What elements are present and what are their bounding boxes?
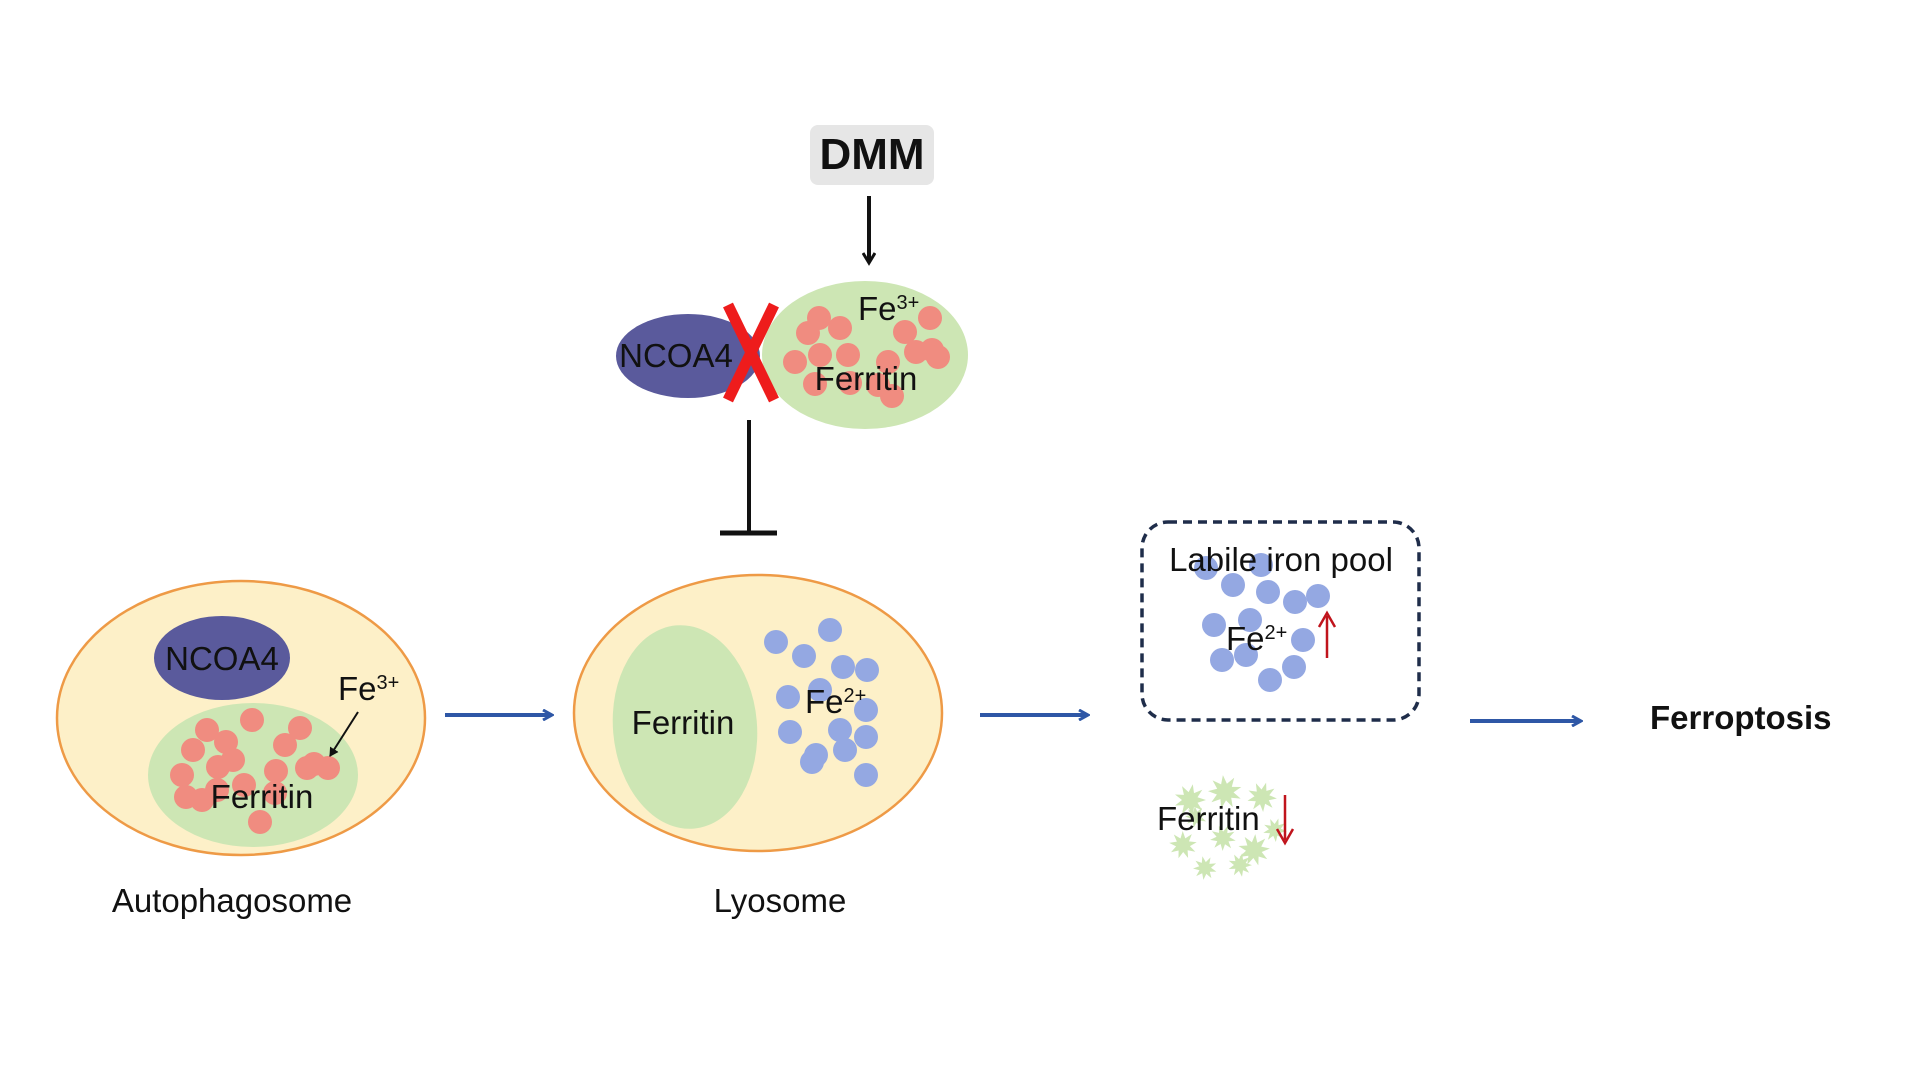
autophagosome-ncoa4-shape: [154, 616, 290, 700]
fe3-ion-dot: [248, 810, 272, 834]
autophagosome: NCOA4 Fe3+ Ferritin Autophagosome: [55, 579, 427, 919]
fe2-ion-dot: [776, 685, 800, 709]
fe2-ion-dot: [1258, 668, 1282, 692]
fe2-ion-dot: [1238, 608, 1262, 632]
autophagosome-fe3-label: Fe3+: [338, 670, 399, 707]
fe3-ion-dot: [783, 350, 807, 374]
autophagosome-caption: Autophagosome: [112, 882, 352, 919]
lysosome-fe2-ions: [764, 618, 879, 787]
fe3-ion-dot: [190, 788, 214, 812]
fe3-ion-dot: [918, 306, 942, 330]
fe2-ion-dot: [854, 698, 878, 722]
lysosome-caption: Lyosome: [714, 882, 847, 919]
ferritin-debris-shard: [1247, 782, 1277, 812]
fe3-ion-dot: [808, 343, 832, 367]
fe2-ion-dot: [1306, 584, 1330, 608]
complex-ncoa4-label: NCOA4: [619, 337, 733, 374]
fe2-ion-dot: [778, 720, 802, 744]
up-arrow-icon: [1317, 610, 1337, 658]
complex-ncoa4-shape: [616, 314, 760, 398]
lysosome: Ferritin Fe2+ Lyosome: [572, 573, 944, 919]
labile-iron-pool: Labile iron pool Fe2+: [1140, 520, 1421, 722]
fe3-ion-dot: [836, 343, 860, 367]
fe2-ion-dot: [818, 618, 842, 642]
fe3-ion-dot: [316, 756, 340, 780]
labile-pool-border: [1140, 520, 1421, 722]
labile-pool-fe2-label: Fe2+: [1226, 620, 1287, 657]
fe3-ion-dot: [232, 773, 256, 797]
fe2-ion-dot: [800, 750, 824, 774]
dmm-label: DMM: [819, 130, 924, 179]
fe3-ion-dot: [264, 759, 288, 783]
fe3-ion-dot: [240, 708, 264, 732]
fe3-ion-dot: [263, 781, 287, 805]
fe3-ion-dot: [876, 350, 900, 374]
fe2-ion-dot: [808, 678, 832, 702]
fe2-ion-dot: [1291, 628, 1315, 652]
fe3-ion-dot: [880, 384, 904, 408]
fe3-ion-dot: [838, 371, 862, 395]
fe2-ion-dot: [1221, 573, 1245, 597]
labile-pool-title: Labile iron pool: [1169, 541, 1393, 578]
fe3-ion-dot: [893, 320, 917, 344]
fe2-ion-dot: [854, 763, 878, 787]
fe3-ion-dot: [926, 345, 950, 369]
fe2-ion-dot: [831, 655, 855, 679]
fe2-ion-dot: [1194, 556, 1218, 580]
ferritin-degraded: Ferritin: [1157, 775, 1295, 880]
ferritin-debris-shard: [1193, 856, 1217, 880]
dmm-box: [810, 125, 934, 185]
fe2-ion-dot: [854, 725, 878, 749]
ferritin-debris-shard: [1238, 834, 1270, 866]
fe3-ion-dot: [273, 733, 297, 757]
down-arrow-icon: [1275, 795, 1295, 846]
fe3-ion-dot: [904, 340, 928, 364]
complex-fe3-ions: [783, 306, 950, 408]
fe2-ion-dot: [828, 718, 852, 742]
block-cross-icon: [723, 302, 779, 403]
labile-pool-fe2-ions: [1194, 553, 1330, 692]
fe3-pointer-arrow: [329, 711, 359, 757]
fe3-ion-dot: [796, 321, 820, 345]
ferritin-debris-shard: [1169, 831, 1197, 859]
complex-ferritin-label: Ferritin: [815, 360, 918, 397]
fe2-ion-dot: [764, 630, 788, 654]
autophagosome-ferritin-label: Ferritin: [211, 778, 314, 815]
ferritin-debris-shard: [1228, 853, 1252, 877]
fe2-ion-dot: [1210, 648, 1234, 672]
ncoa4-ferritin-complex: NCOA4 Fe3+ Ferritin: [616, 281, 968, 429]
fe2-ion-dot: [1234, 643, 1258, 667]
inhibition-bar-icon: [720, 420, 777, 536]
ferritin-debris-shard: [1208, 775, 1242, 809]
lysosome-ferritin-label: Ferritin: [632, 704, 735, 741]
ferritin-debris-shard: [1210, 825, 1236, 851]
lysosome-fe2-label: Fe2+: [805, 683, 866, 720]
lysosome-ferritin-shape: [612, 625, 758, 829]
fe3-ion-dot: [181, 738, 205, 762]
fe2-ion-dot: [833, 738, 857, 762]
fe3-ion-dot: [170, 763, 194, 787]
ferritin-debris-shard: [1185, 806, 1207, 828]
autophagosome-ncoa4-label: NCOA4: [165, 640, 279, 677]
fe2-ion-dot: [1256, 580, 1280, 604]
complex-fe3-label: Fe3+: [858, 290, 919, 327]
autophagosome-fe3-ions: [170, 708, 340, 834]
fe2-ion-dot: [1249, 553, 1273, 577]
fe3-ion-dot: [803, 372, 827, 396]
fe3-ion-dot: [288, 716, 312, 740]
fe3-ion-dot: [828, 316, 852, 340]
ferritin-degraded-label: Ferritin: [1157, 800, 1260, 837]
fe2-ion-dot: [855, 658, 879, 682]
fe2-ion-dot: [1283, 590, 1307, 614]
fe2-ion-dot: [1202, 613, 1226, 637]
fe3-ion-dot: [195, 718, 219, 742]
ferritin-debris-shard: [1175, 784, 1206, 816]
fe3-ion-dot: [214, 730, 238, 754]
ferroptosis-label: Ferroptosis: [1650, 699, 1832, 736]
dmm-group: DMM: [810, 125, 934, 262]
fe3-ion-dot: [221, 748, 245, 772]
fe2-ion-dot: [1282, 655, 1306, 679]
fe2-ion-dot: [792, 644, 816, 668]
